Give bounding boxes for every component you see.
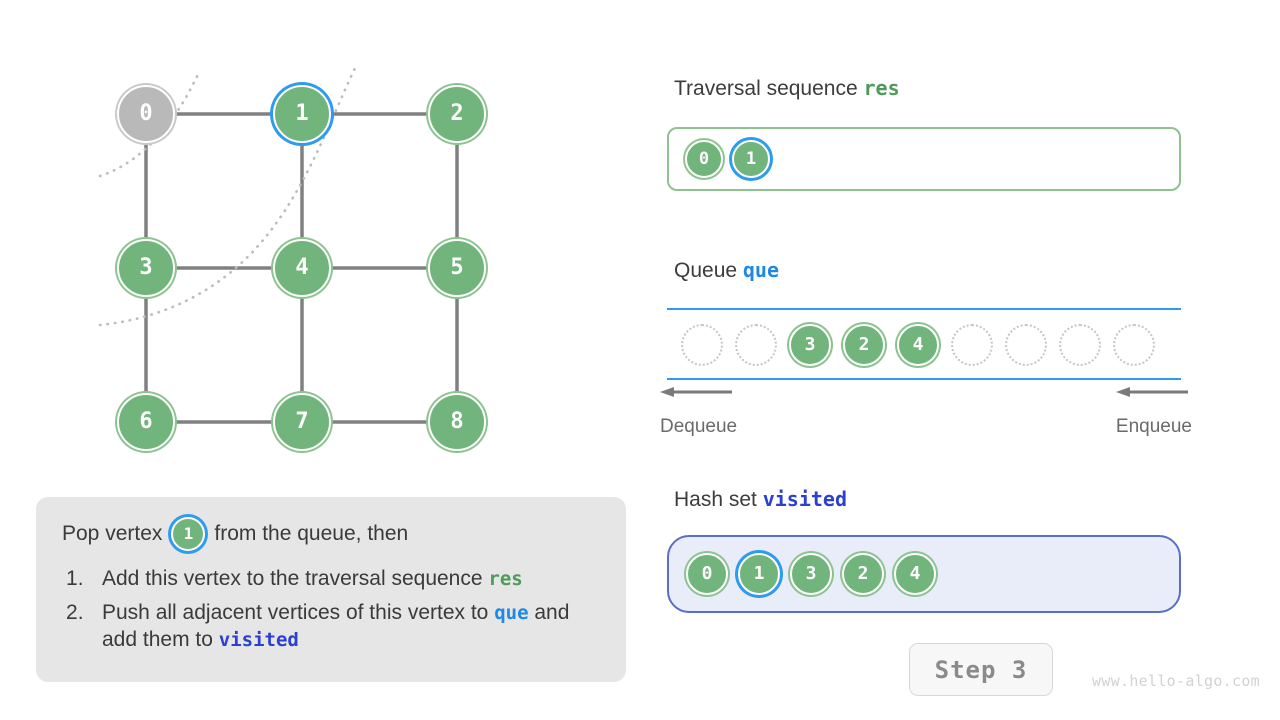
graph-vertex-4: 4 [273, 239, 331, 297]
hashset-item-1: 1 [738, 553, 780, 595]
queue-slot-6 [1005, 324, 1047, 366]
queue-title: Queue que [674, 258, 779, 283]
caption-vertex-node: 1 [171, 517, 206, 551]
queue-rail-top [667, 308, 1181, 310]
caption-step-2-var-visited: visited [218, 629, 299, 652]
queue-title-text: Queue [674, 259, 743, 282]
queue-slot-8 [1113, 324, 1155, 366]
graph-vertex-6: 6 [117, 393, 175, 451]
graph-vertex-1: 1 [273, 85, 331, 143]
graph-vertex-2: 2 [428, 85, 486, 143]
caption-lead-before: Pop vertex [62, 522, 163, 545]
caption-step-2-middle: and add them to [102, 600, 570, 652]
caption-step-1-var: res [488, 568, 523, 590]
queue-slot-1 [735, 324, 777, 366]
caption-steps-list: Add this vertex to the traversal sequenc… [62, 565, 602, 654]
res-title: Traversal sequence res [674, 76, 900, 101]
graph-vertex-0: 0 [117, 85, 175, 143]
queue-slot-0 [681, 324, 723, 366]
caption-step-2-var-que: que [494, 601, 529, 624]
graph-vertex-5: 5 [428, 239, 486, 297]
step-badge: Step 3 [909, 643, 1053, 696]
hashset-title: Hash set visited [674, 487, 847, 512]
hashset-item-0: 0 [686, 553, 728, 595]
dequeue-arrow-icon [660, 387, 732, 397]
bfs-frontier-curve [98, 64, 358, 327]
graph-vertex-7: 7 [273, 393, 331, 451]
queue-slot-7 [1059, 324, 1101, 366]
caption-step-1-text: Add this vertex to the traversal sequenc… [102, 567, 489, 590]
queue-slot-5 [951, 324, 993, 366]
caption-lead-line: Pop vertex 1 from the queue, then [62, 517, 602, 551]
hashset-item-3: 2 [842, 553, 884, 595]
enqueue-label: Enqueue [1115, 416, 1192, 437]
frontier-curve-group [98, 64, 358, 327]
queue-variable-name: que [742, 258, 780, 282]
queue-rail-bottom [667, 378, 1181, 380]
queue-arrow-row [660, 382, 1188, 400]
hashset-item-2: 3 [790, 553, 832, 595]
res-variable-name: res [863, 76, 900, 100]
queue-slot-3: 2 [843, 324, 885, 366]
watermark: www.hello-algo.com [1092, 672, 1260, 690]
queue-slot-4: 4 [897, 324, 939, 366]
caption-step-2: Push all adjacent vertices of this verte… [62, 599, 602, 654]
hashset-title-text: Hash set [674, 488, 763, 511]
hashset-variable-name: visited [762, 487, 848, 511]
res-item-0: 0 [685, 140, 723, 178]
hashset-item-4: 4 [894, 553, 936, 595]
graph-vertex-8: 8 [428, 393, 486, 451]
dequeue-label: Dequeue [660, 416, 738, 437]
graph-vertex-3: 3 [117, 239, 175, 297]
graph-panel: 0 1 2 3 4 5 6 7 8 [0, 0, 640, 480]
queue-slot-2: 3 [789, 324, 831, 366]
caption-box: Pop vertex 1 from the queue, then Add th… [36, 497, 626, 683]
res-title-text: Traversal sequence [674, 77, 864, 100]
enqueue-arrow-icon [1116, 387, 1188, 397]
caption-step-2-text: Push all adjacent vertices of this verte… [102, 600, 495, 624]
caption-step-1: Add this vertex to the traversal sequenc… [62, 565, 602, 593]
caption-lead-after: from the queue, then [214, 522, 409, 545]
res-item-1: 1 [732, 140, 770, 178]
